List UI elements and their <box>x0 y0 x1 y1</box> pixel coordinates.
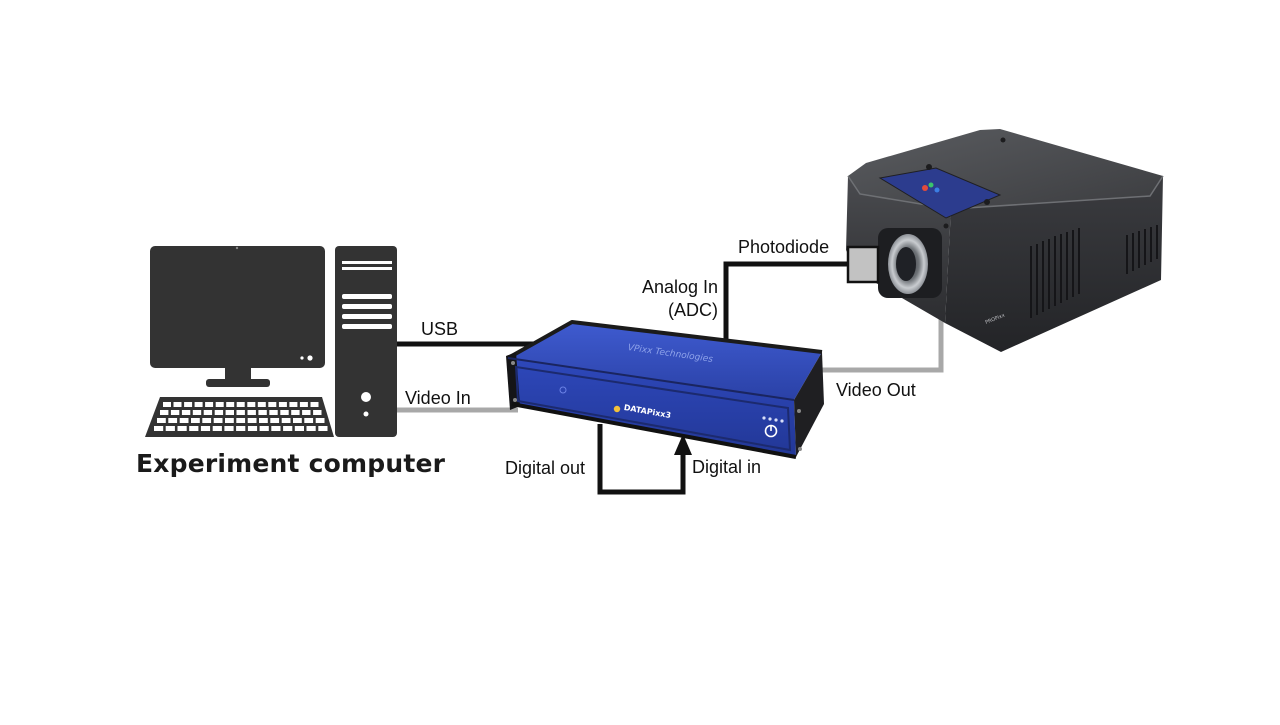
keyboard-key <box>202 418 212 423</box>
keyboard-key <box>293 418 302 423</box>
usb-label: USB <box>421 319 459 339</box>
keyboard-key <box>236 426 246 431</box>
digital-in-label: Digital in <box>692 457 762 477</box>
video-out-cable <box>822 318 944 373</box>
keyboard-key <box>165 426 175 431</box>
keyboard-key <box>318 426 328 431</box>
keyboard-key <box>236 410 245 415</box>
keyboard-key <box>225 410 234 415</box>
adc-label: (ADC) <box>668 300 718 320</box>
keyboard-key <box>168 418 178 423</box>
keyboard-key <box>191 418 200 423</box>
keyboard-key <box>259 418 268 423</box>
keyboard-key <box>236 418 246 423</box>
keyboard-key <box>271 426 281 431</box>
keyboard-key <box>313 410 322 415</box>
video-in-label: Video In <box>405 388 471 408</box>
digital-loop-cable <box>597 424 686 495</box>
keyboard-key <box>163 402 171 407</box>
projector-panel <box>880 168 1000 218</box>
keyboard-key <box>257 402 266 407</box>
keyboard-key <box>181 410 191 415</box>
keyboard-key <box>247 402 256 407</box>
keyboard-key <box>192 410 202 415</box>
analog-in-cable <box>723 261 848 346</box>
keyboard-key <box>258 410 267 415</box>
keyboard-key <box>170 410 180 415</box>
keyboard-key <box>283 426 293 431</box>
keyboard-key <box>269 410 278 415</box>
pc-tower-icon <box>335 246 397 437</box>
keyboard-key <box>189 426 199 431</box>
keyboard-key <box>215 402 224 407</box>
keyboard-key <box>291 410 300 415</box>
keyboard-key <box>200 426 211 431</box>
digital-out-label: Digital out <box>505 458 586 478</box>
datapixx3-device: VPixx Technologies DATAPixx3 <box>506 320 824 459</box>
photodiode-label: Photodiode <box>738 237 830 257</box>
keyboard-key <box>212 426 222 431</box>
photodiode-sensor <box>846 245 880 284</box>
keyboard-key <box>315 418 325 423</box>
keyboard-key <box>194 402 203 407</box>
keyboard-key <box>247 426 258 431</box>
projector-vents <box>1030 225 1158 318</box>
keyboard-key <box>173 402 182 407</box>
keyboard-key <box>299 402 308 407</box>
keyboard-key <box>306 426 316 431</box>
keyboard-key <box>304 418 314 423</box>
keyboard-key <box>302 410 311 415</box>
keyboard-key <box>154 426 164 431</box>
keyboard-key <box>236 402 245 407</box>
keyboard-icon <box>145 397 334 437</box>
keyboard-key <box>310 402 319 407</box>
keyboard-key <box>268 402 277 407</box>
datapixx-logo-icon <box>613 405 621 413</box>
projector-icon: PROPixx <box>846 129 1164 352</box>
video-out-label: Video Out <box>836 380 916 400</box>
keyboard-key <box>294 426 304 431</box>
keyboard-key <box>226 402 235 407</box>
keyboard-key <box>213 418 223 423</box>
keyboard-key <box>205 402 214 407</box>
keyboard-key <box>179 418 189 423</box>
keyboard-key <box>281 418 291 423</box>
keyboard-key <box>278 402 287 407</box>
computer-icon <box>145 246 397 437</box>
keyboard-key <box>203 410 213 415</box>
keyboard-key <box>225 418 234 423</box>
keyboard-key <box>177 426 187 431</box>
analog-in-label: Analog In <box>641 277 718 297</box>
keyboard-key <box>247 410 256 415</box>
keyboard-key <box>289 402 298 407</box>
keyboard-key <box>160 410 169 415</box>
keyboard-key <box>224 426 234 431</box>
keyboard-key <box>259 426 269 431</box>
digital-in-arrow-icon <box>674 434 692 455</box>
keyboard-key <box>214 410 224 415</box>
keyboard-key <box>270 418 280 423</box>
power-button-icon <box>764 424 778 438</box>
keyboard-key <box>247 418 257 423</box>
keyboard-key <box>184 402 193 407</box>
keyboard-key <box>157 418 166 423</box>
keyboard-key <box>280 410 289 415</box>
monitor-icon <box>150 246 325 368</box>
computer-caption: Experiment computer <box>136 449 446 478</box>
